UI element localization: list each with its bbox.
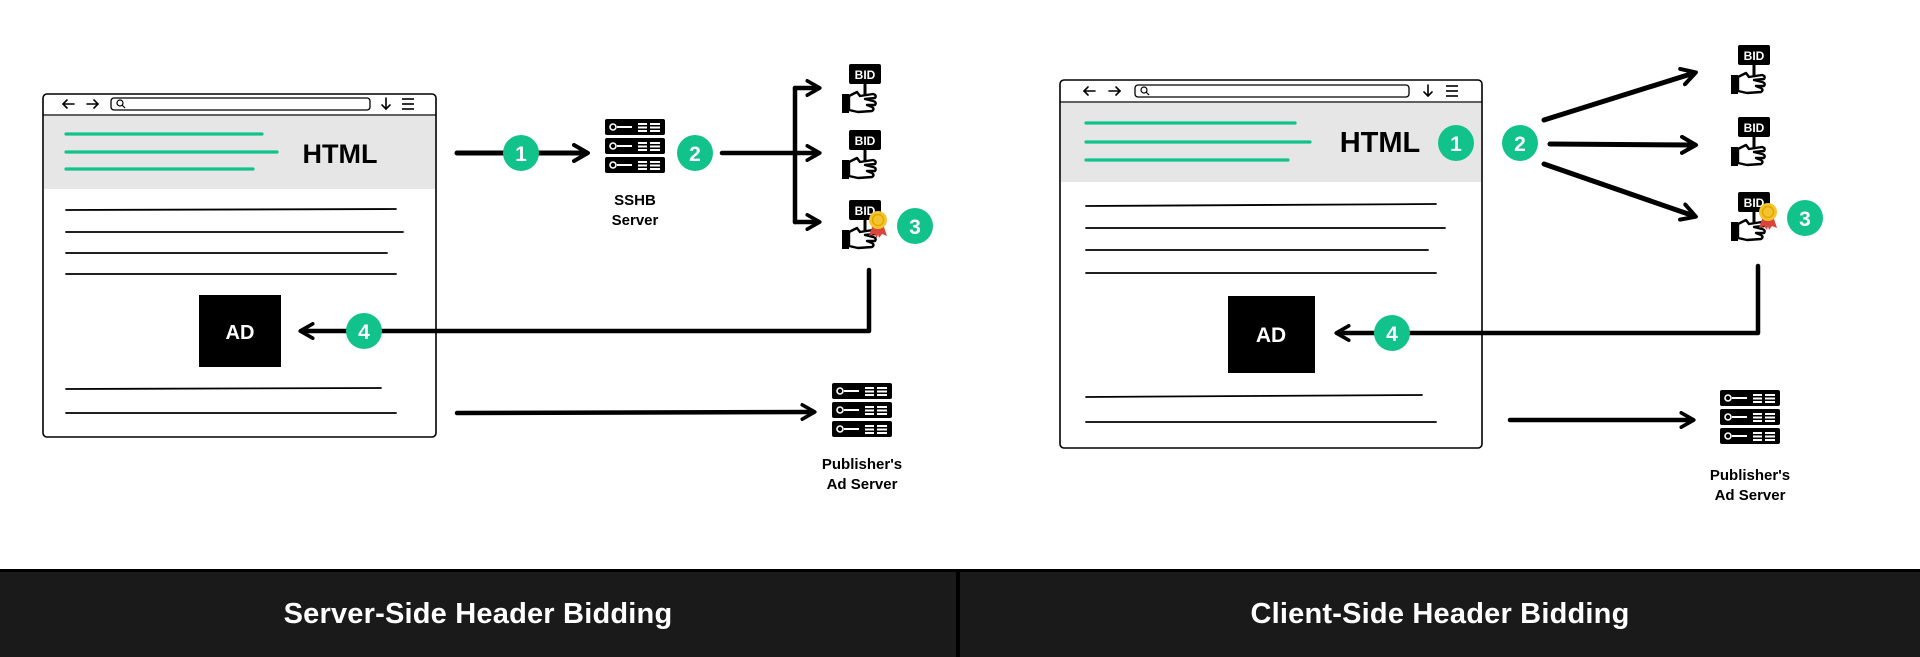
body-text-lines [1085,203,1446,423]
step-badge-3: 3 [1787,200,1823,236]
back-arrow-icon[interactable] [1082,86,1096,96]
bidder-1: BID [840,62,883,115]
bidder-3-winner: BID [840,198,888,251]
html-label: HTML [303,139,378,169]
step-badge-1: 1 [1438,125,1474,161]
svg-text:BID: BID [855,68,876,82]
ad-label: AD [226,322,255,344]
browser-window: HTML AD [1059,79,1483,449]
publisher-ad-server-label: Publisher's [1710,467,1790,484]
sshb-server-label: SSHB [614,192,656,209]
forward-arrow-icon[interactable] [1108,86,1122,96]
svg-text:BID: BID [855,204,876,218]
client-side-title: Client-Side Header Bidding [1250,598,1630,630]
publisher-ad-server-label: Publisher's [822,456,902,473]
download-icon[interactable] [381,97,391,111]
html-label: HTML [1340,127,1421,159]
step-badge-4: 4 [1374,315,1410,351]
svg-text:2: 2 [1514,133,1526,156]
bidder-2: BID [840,128,883,181]
search-icon [1140,86,1150,96]
server-side-title: Server-Side Header Bidding [0,572,960,657]
client-side-panel: HTML AD 1 2 BID [1059,43,1823,504]
body-text-lines [65,208,404,414]
highlighted-text-lines [1084,121,1312,162]
address-bar[interactable] [110,97,371,111]
step-badge-4: 4 [346,313,382,349]
svg-text:1: 1 [515,143,527,166]
bidder-1: BID [1729,43,1772,96]
search-icon [116,99,126,109]
award-medal-icon [868,210,888,239]
svg-text:2: 2 [689,143,701,166]
svg-text:1: 1 [1450,133,1462,156]
sshb-server-icon [604,118,666,174]
address-bar[interactable] [1134,84,1410,98]
arrow-winner-to-ad [1334,263,1761,342]
footer-bar: Server-Side Header Bidding Client-Side H… [0,569,1920,657]
back-arrow-icon[interactable] [61,99,75,109]
award-medal-icon [1758,202,1778,231]
menu-icon[interactable] [402,98,414,110]
download-icon[interactable] [1423,84,1433,98]
browser-window: HTML AD [42,93,437,438]
bidder-3-winner: BID [1729,190,1778,243]
step-badge-1: 1 [503,135,539,171]
menu-icon[interactable] [1446,85,1458,97]
header-bidding-diagram: HTML AD 1 SSHB Server 2 [42,43,1823,504]
svg-text:BID: BID [1744,196,1765,210]
svg-text:BID: BID [1744,121,1765,135]
svg-text:4: 4 [1386,323,1398,346]
step-badge-2: 2 [677,135,713,171]
bid-request-fanout [1541,66,1698,222]
svg-text:3: 3 [1799,208,1811,231]
bidder-2: BID [1729,115,1772,168]
sshb-server-label: Server [612,212,659,229]
svg-text:BID: BID [855,134,876,148]
bid-request-fanout [719,79,822,231]
publisher-ad-server-label: Ad Server [1715,487,1786,504]
ad-slot [1228,296,1315,373]
highlighted-text-lines [64,132,279,171]
forward-arrow-icon[interactable] [86,99,100,109]
svg-text:4: 4 [358,321,370,344]
step-badge-2: 2 [1502,125,1538,161]
svg-text:3: 3 [909,216,921,239]
ad-label: AD [1256,324,1286,347]
arrow-winner-to-ad [298,267,872,340]
ad-slot [199,295,281,367]
publisher-ad-server-icon [831,382,893,438]
arrow-to-ad-server [454,403,817,422]
publisher-ad-server-label: Ad Server [827,476,898,493]
server-side-panel: HTML AD 1 SSHB Server 2 [42,62,933,493]
svg-text:BID: BID [1744,49,1765,63]
step-badge-3: 3 [897,208,933,244]
publisher-ad-server-icon [1719,389,1781,445]
